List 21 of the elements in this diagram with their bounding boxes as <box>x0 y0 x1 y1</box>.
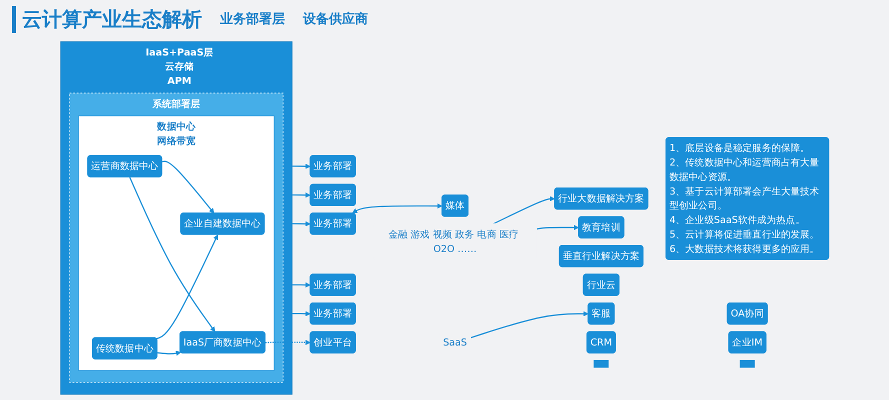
arrow <box>157 350 181 356</box>
arrow <box>292 192 310 198</box>
label-text: 设备供应商 <box>303 10 368 28</box>
arrow <box>292 311 310 316</box>
node-text: 金融 游戏 视频 政务 电商 医疗 O2O …… <box>388 228 518 254</box>
label-text: 业务部署层 <box>220 10 285 28</box>
node-text: SaaS <box>442 336 467 348</box>
arrow <box>292 164 310 169</box>
title: 云计算产业生态解析 <box>12 6 202 32</box>
arrow <box>265 340 310 346</box>
arrow <box>156 234 218 340</box>
arrow <box>470 311 588 338</box>
arrow <box>536 224 579 230</box>
arrow <box>129 177 216 332</box>
arrow <box>292 221 310 226</box>
arrow <box>492 196 555 225</box>
arrow <box>292 282 310 288</box>
arrow <box>352 203 442 214</box>
node-box <box>740 360 755 368</box>
arrow <box>162 160 214 214</box>
node-box <box>593 360 608 368</box>
